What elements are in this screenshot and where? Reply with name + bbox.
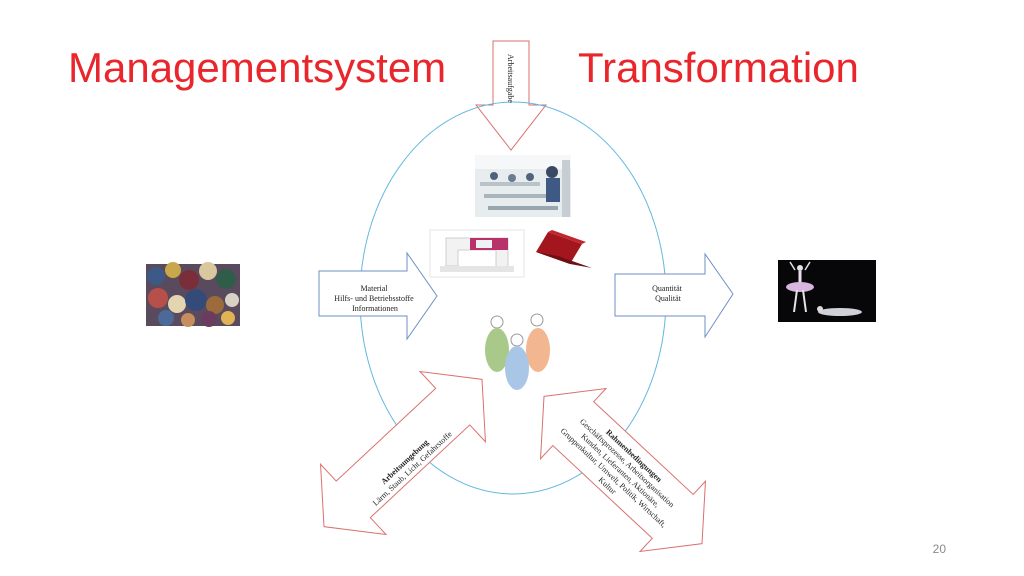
top-arrow-label: Arbeitsaufgabe [506,54,515,103]
people-figures-icon [485,313,550,390]
page-number: 20 [932,542,946,556]
ballet-dancers-image [778,260,876,322]
title-transformation: Transformation [578,44,859,91]
fabric-pile-image [146,262,240,327]
input-arrow-label: Material Hilfs- und Betriebsstoffe Infor… [334,284,415,313]
sewing-workshop-image [475,155,571,217]
bottom-right-double-arrow [539,387,707,553]
sewing-machine-image [429,229,525,278]
output-arrow [614,252,734,339]
output-label-line-2: Qualität [655,294,682,303]
output-arrow-label: Quantität Qualität [652,284,684,303]
input-label-line-2: Hilfs- und Betriebsstoffe [334,294,414,303]
title-managementsystem: Managementsystem [68,44,447,91]
input-label-line-1: Material [360,284,388,293]
output-label-line-1: Quantität [652,284,683,293]
input-arrow [318,251,438,341]
input-label-line-3: Informationen [352,304,398,313]
laptop-image [536,230,592,268]
top-arrow [474,40,548,151]
bottom-left-double-arrow [319,370,487,536]
